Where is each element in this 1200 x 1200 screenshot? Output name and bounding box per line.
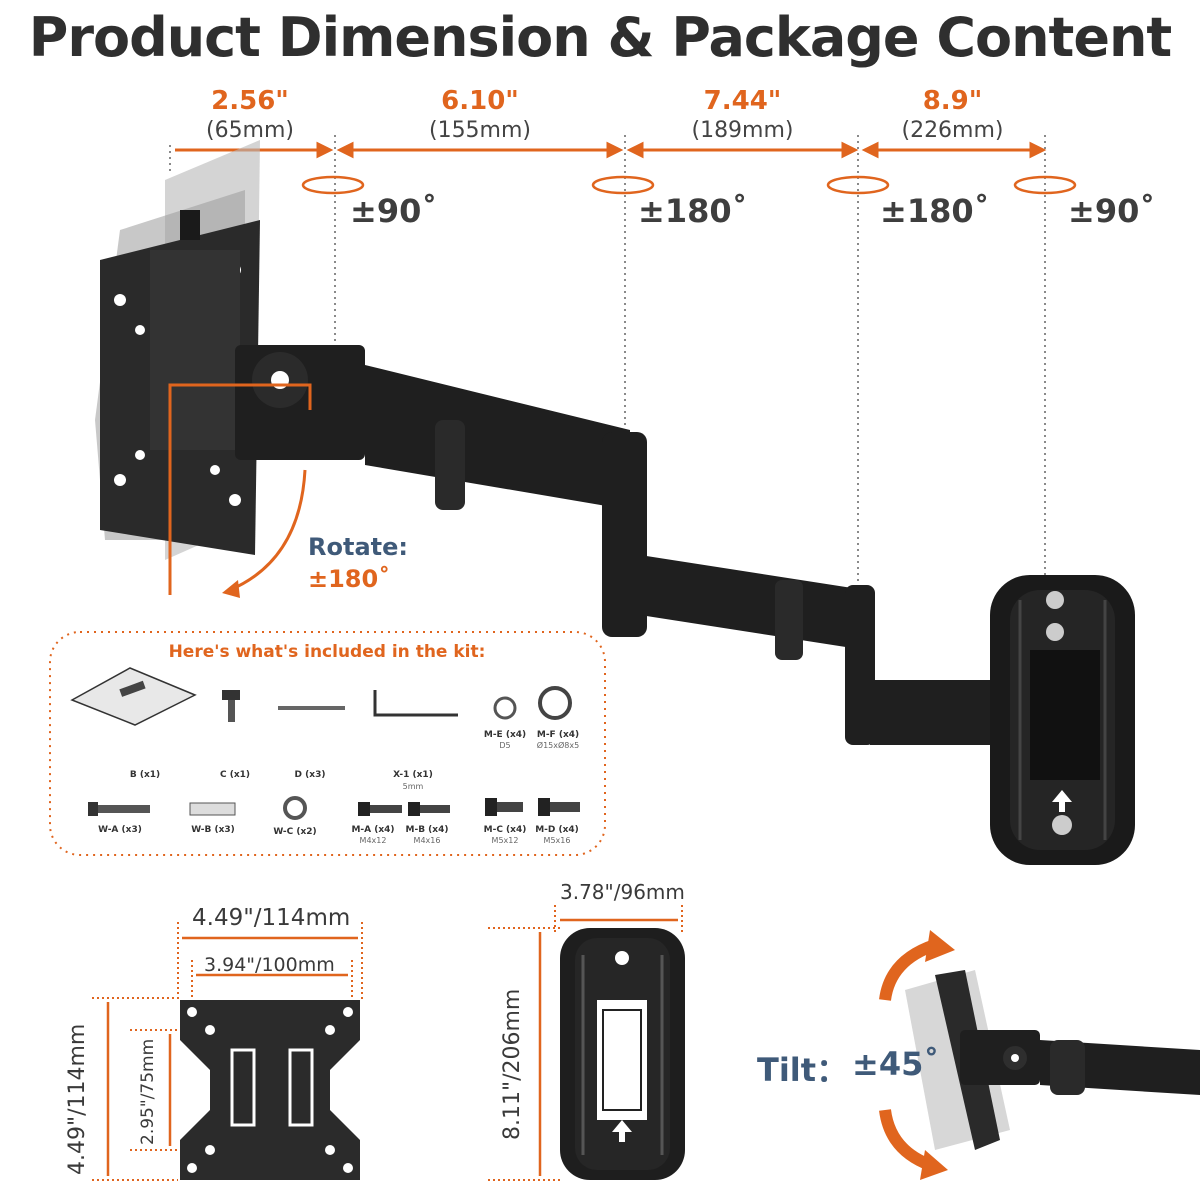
vesa-plate-dimension-diagram <box>92 922 363 1181</box>
kit-label-x1: X-1 (x1) <box>393 770 433 780</box>
rotation-joint-1: ±90˚ <box>350 192 438 230</box>
kit-items-row2 <box>88 796 580 820</box>
vesa-outer-width: 4.49"/114mm <box>192 905 351 931</box>
segment-1-mm: (65mm) <box>205 118 295 143</box>
kit-label-wb: W-B (x3) <box>191 825 235 835</box>
segment-3-inch: 7.44" <box>703 86 782 116</box>
kit-label-wc: W-C (x2) <box>273 827 317 837</box>
kit-label-md: M-D (x4) <box>535 825 579 835</box>
kit-label-mb: M-B (x4) <box>405 825 449 835</box>
rotation-joint-2: ±180˚ <box>638 192 748 230</box>
rotate-value: ±180˚ <box>308 565 391 593</box>
kit-label-mc: M-C (x4) <box>483 825 527 835</box>
wall-plate-illustration <box>990 575 1135 865</box>
segment-3-mm: (189mm) <box>691 118 794 143</box>
guide-lines <box>169 135 1046 585</box>
kit-label-ma: M-A (x4) <box>351 825 395 835</box>
kit-label-c: C (x1) <box>219 770 251 780</box>
segment-4-inch: 8.9" <box>922 86 983 116</box>
wall-plate-width: 3.78"/96mm <box>560 880 685 904</box>
kit-sub-mc: M5x12 <box>491 836 519 845</box>
dimension-lines <box>175 141 1047 159</box>
segment-1-inch: 2.56" <box>211 86 289 116</box>
tilt-label: Tilt： <box>757 1051 849 1089</box>
tilt-value: ±45˚ <box>852 1045 940 1083</box>
vesa-outer-height: 4.49"/114mm <box>65 1023 90 1175</box>
vesa-inner-width: 3.94"/100mm <box>204 954 335 976</box>
kit-title: Here's what's included in the kit: <box>168 642 486 662</box>
kit-items-row1 <box>70 667 572 726</box>
kit-box <box>49 631 606 856</box>
rotate-label: Rotate: <box>308 533 408 561</box>
rotation-joint-3: ±180˚ <box>880 192 990 230</box>
kit-label-me: M-E (x4) <box>483 730 527 740</box>
wall-plate-height: 8.11"/206mm <box>500 988 525 1140</box>
kit-label-mf: M-F (x4) <box>536 730 580 740</box>
kit-label-d: D (x3) <box>294 770 326 780</box>
kit-sub-md: M5x16 <box>543 836 571 845</box>
segment-2-mm: (155mm) <box>428 118 532 143</box>
rotate-arrow <box>168 383 312 595</box>
vesa-plate-illustration <box>95 140 260 560</box>
kit-sub-x1: 5mm <box>402 782 424 791</box>
segment-4-mm: (226mm) <box>901 118 1004 143</box>
kit-sub-ma: M4x12 <box>359 836 387 845</box>
rotation-joint-4: ±90˚ <box>1068 192 1156 230</box>
page-title: Product Dimension & Package Content <box>28 6 1172 69</box>
tilt-illustration <box>879 930 1200 1180</box>
vesa-inner-height: 2.95"/75mm <box>138 1038 158 1145</box>
kit-label-wa: W-A (x3) <box>98 825 142 835</box>
rotation-arrows <box>301 175 1077 195</box>
kit-sub-mb: M4x16 <box>413 836 441 845</box>
kit-sub-mf: Ø15xØ8x5 <box>536 741 580 750</box>
segment-2-inch: 6.10" <box>441 86 519 116</box>
wall-plate-dimension-diagram <box>488 905 685 1181</box>
rotate-arrow-head <box>222 580 240 598</box>
kit-sub-me: D5 <box>499 741 511 750</box>
kit-label-b: B (x1) <box>129 770 161 780</box>
